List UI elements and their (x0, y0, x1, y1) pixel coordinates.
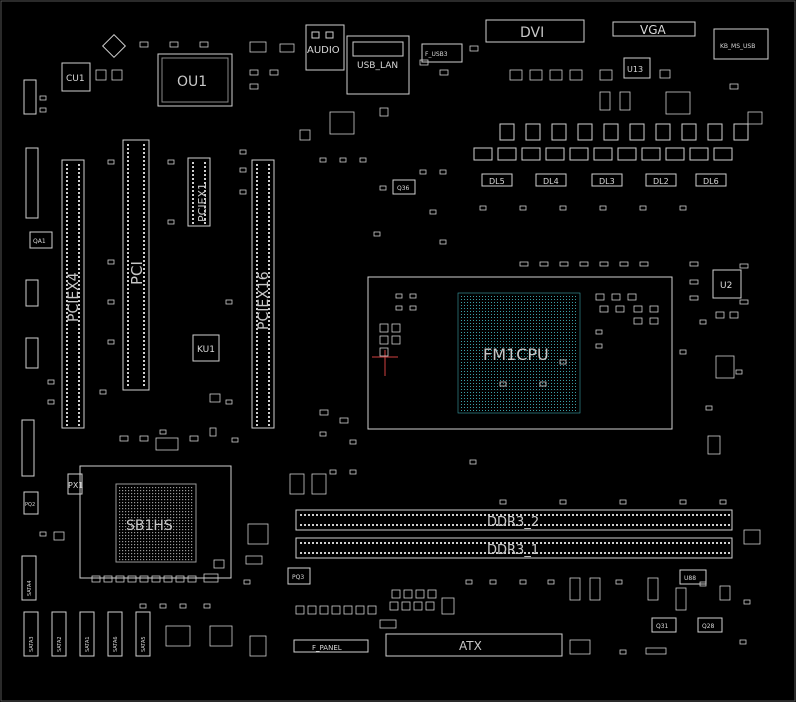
u88-label: U88 (684, 575, 696, 582)
southbridge-die (115, 483, 197, 563)
q31-label: Q31 (656, 623, 669, 630)
cpu-bga-dots (461, 296, 576, 411)
usb-lan-label: USB_LAN (357, 61, 398, 71)
u13-chip (623, 57, 651, 79)
ddr3-slot-1 (295, 537, 733, 559)
sata-connectors: SATA3 SATA2 SATA1 SATA6 SATA5 SATA4 (21, 555, 151, 657)
pci-slot (122, 139, 150, 391)
left-edge-connectors (21, 79, 39, 601)
pq2-label: PQ2 (25, 502, 35, 508)
sata-label-1: SATA3 (29, 636, 35, 652)
pq2-chip (23, 491, 39, 515)
sata-label-2: SATA2 (57, 636, 63, 652)
u2-label: U2 (720, 281, 732, 291)
sata-label-5: SATA5 (141, 636, 147, 652)
sata-connector-3 (79, 611, 95, 657)
pciex1-label: PCIEX1 (196, 183, 209, 222)
ddr3-1-label: DDR3_1 (487, 543, 539, 558)
sata-connector-4 (107, 611, 123, 657)
ku1-chip (192, 334, 220, 362)
f-usb-header (421, 43, 463, 63)
sata-connector-1 (23, 611, 39, 657)
q36-chip (392, 179, 416, 195)
southbridge-package (79, 465, 232, 579)
q31-chip (651, 617, 677, 633)
pciex16-slot (251, 159, 275, 429)
pciex4-label: PCIEX4 (66, 272, 82, 322)
southbridge-ball-dots (119, 487, 193, 561)
pciex16-label: PCIEX16 (256, 271, 272, 330)
q28-label: Q28 (702, 623, 715, 630)
pciex4-slot (61, 159, 85, 429)
smd-components (39, 41, 763, 657)
cpu-socket (367, 276, 673, 430)
dl-label-4: DL2 (653, 177, 669, 186)
dl-label-1: DL5 (489, 177, 505, 186)
southbridge-label: SB1HS (126, 518, 173, 534)
sata-label-6: SATA4 (27, 580, 33, 596)
audio-connector (305, 24, 345, 71)
dvi-connector (485, 19, 585, 43)
sata-connector-5 (135, 611, 151, 657)
u2-chip (712, 269, 742, 299)
qa1-chip (29, 231, 53, 249)
dvi-label: DVI (520, 25, 544, 41)
f-panel-label: F_PANEL (312, 644, 342, 652)
atx-label: ATX (459, 639, 482, 653)
dl-row: DL5 DL4 DL3 DL2 DL6 (473, 123, 749, 187)
px1-chip (67, 473, 83, 495)
cpu-label: FM1CPU (483, 345, 549, 364)
ou1-label: OU1 (177, 74, 207, 90)
u13-label: U13 (627, 65, 643, 74)
usb-lan-connector (346, 35, 410, 95)
dl-box-4 (645, 173, 677, 187)
pq3-label: PQ3 (292, 574, 304, 581)
pci-label: PCI (128, 261, 146, 285)
f-panel-header (293, 639, 369, 653)
dl-label-2: DL4 (543, 177, 559, 186)
vga-label: VGA (640, 23, 667, 37)
cu1-label: CU1 (66, 74, 85, 84)
kb-ms-usb-connector (713, 28, 769, 60)
kb-ms-usb-label: KB_MS_USB (720, 43, 755, 50)
q28-chip (697, 617, 723, 633)
pciex1-slot (187, 157, 211, 227)
pq3-chip (287, 567, 311, 585)
f-usb-label: F_USB3 (425, 51, 448, 58)
audio-label: AUDIO (307, 45, 340, 56)
cpu-bga-area (457, 292, 581, 414)
px1-label: PX1 (68, 481, 83, 490)
dl-box-3 (591, 173, 623, 187)
u88-chip (679, 569, 707, 585)
cu1-chip (61, 62, 91, 92)
ddr3-2-label: DDR3_2 (487, 515, 539, 530)
q36-label: Q36 (397, 185, 410, 192)
dl-label-5: DL6 (703, 177, 719, 186)
vga-connector (612, 21, 696, 37)
sata-label-3: SATA1 (85, 636, 91, 652)
atx-connector (385, 633, 563, 657)
sata-connector-2 (51, 611, 67, 657)
ddr3-slot-2 (295, 509, 733, 531)
qa1-label: QA1 (33, 238, 46, 245)
dl-label-3: DL3 (599, 177, 615, 186)
dl-box-2 (535, 173, 567, 187)
dl-box-1 (481, 173, 513, 187)
sata-label-4: SATA6 (113, 636, 119, 652)
dl-box-5 (695, 173, 727, 187)
ou1-chip (157, 53, 233, 107)
ku1-label: KU1 (197, 345, 215, 355)
diamond-chip (101, 33, 127, 59)
